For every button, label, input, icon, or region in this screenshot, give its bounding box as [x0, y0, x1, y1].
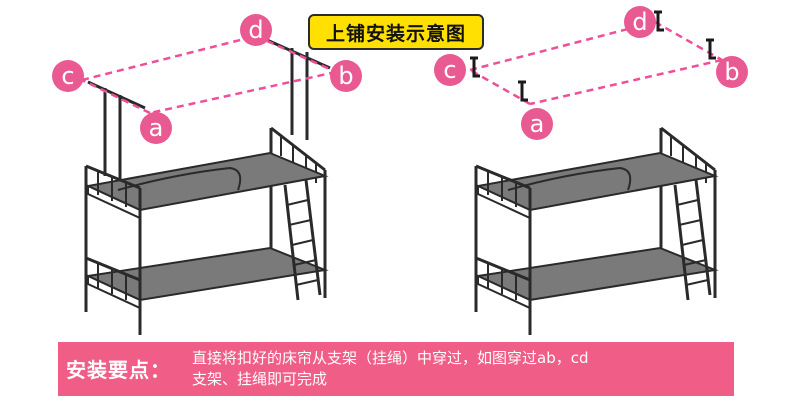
- svg-text:a: a: [530, 110, 545, 138]
- label-a-left: a: [140, 112, 172, 144]
- svg-text:c: c: [443, 56, 456, 84]
- svg-text:b: b: [724, 58, 739, 86]
- svg-text:d: d: [632, 8, 647, 36]
- svg-text:a: a: [149, 114, 164, 142]
- install-tips-bar: 安装要点： 直接将扣好的床帘从支架（挂绳）中穿过，如图穿过ab，cd 支架、挂绳…: [58, 342, 734, 396]
- label-d-left: d: [240, 14, 272, 46]
- label-c-right: c: [434, 54, 466, 86]
- hook-icon: [708, 40, 716, 60]
- svg-text:d: d: [248, 16, 263, 44]
- hook-icon: [520, 82, 528, 102]
- left-dashed-outline: [81, 34, 337, 115]
- label-b-right: b: [716, 56, 748, 88]
- label-c-left: c: [52, 60, 84, 92]
- diagram-title: 上铺安装示意图: [308, 14, 484, 50]
- left-bed: [84, 126, 327, 337]
- label-a-right: a: [521, 108, 553, 140]
- hook-icon: [656, 12, 664, 32]
- rope-hooks: [470, 10, 716, 102]
- tips-line-2: 支架、挂绳即可完成: [192, 370, 328, 388]
- hook-icon: [472, 58, 480, 78]
- tips-text: 直接将扣好的床帘从支架（挂绳）中穿过，如图穿过ab，cd 支架、挂绳即可完成: [192, 348, 722, 390]
- tips-line-1: 直接将扣好的床帘从支架（挂绳）中穿过，如图穿过ab，cd: [192, 349, 589, 367]
- right-dashed-outline: [469, 20, 723, 106]
- svg-text:c: c: [61, 62, 74, 90]
- tips-label: 安装要点：: [66, 358, 171, 382]
- right-bed: [474, 126, 717, 337]
- label-d-right: d: [624, 6, 656, 38]
- label-b-left: b: [330, 60, 362, 92]
- svg-text:b: b: [338, 62, 353, 90]
